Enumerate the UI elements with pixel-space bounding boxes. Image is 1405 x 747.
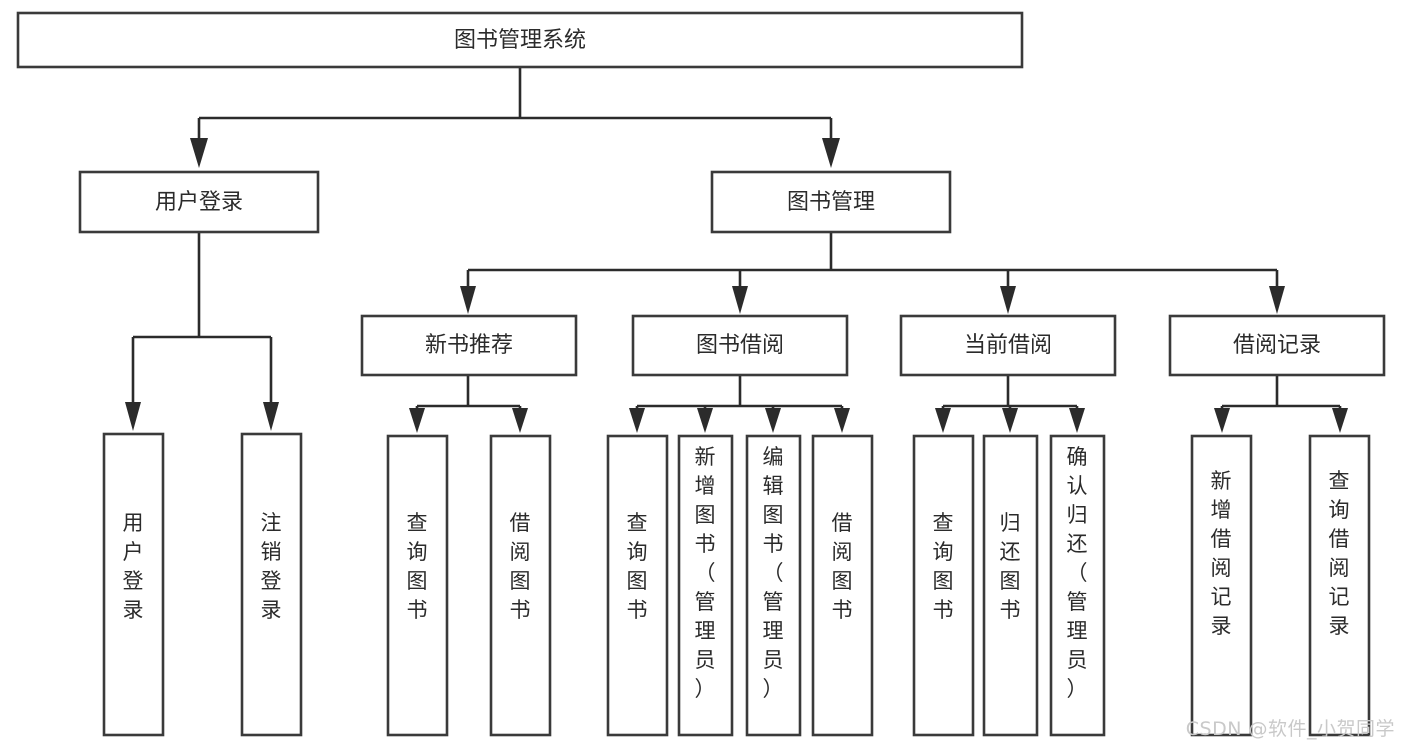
connector-group-book-borrow bbox=[629, 375, 850, 433]
node-current-borrow-label: 当前借阅 bbox=[964, 333, 1052, 358]
node-user-login[interactable]: 用户登录 bbox=[78, 170, 320, 234]
node-book-borrow-label: 图书借阅 bbox=[696, 333, 784, 358]
leaf-borrow-record-2-label: 查询借阅记录 bbox=[1329, 469, 1350, 638]
node-root-label: 图书管理系统 bbox=[454, 28, 586, 53]
arrowhead-leaf-b1 bbox=[629, 408, 645, 433]
leaf-borrow-record-1-label: 新增借阅记录 bbox=[1211, 469, 1232, 638]
leaf-user-login-1[interactable]: 用户登录 bbox=[102, 432, 165, 737]
node-user-login-label: 用户登录 bbox=[155, 190, 243, 215]
leaf-book-borrow-2-box[interactable] bbox=[677, 434, 734, 737]
node-book-borrow[interactable]: 图书借阅 bbox=[631, 314, 849, 377]
leaf-user-login-2[interactable]: 注销登录 bbox=[240, 432, 303, 737]
leaf-borrow-record-2[interactable]: 查询借阅记录 bbox=[1308, 434, 1371, 737]
leaf-book-borrow-2[interactable]: 新增图书（管理员） bbox=[677, 434, 734, 737]
arrowhead-leaf-n2 bbox=[512, 408, 528, 433]
arrowhead-new-book bbox=[460, 286, 476, 314]
leaf-new-book-1-label: 查询图书 bbox=[407, 511, 428, 622]
leaf-current-borrow-3-box[interactable] bbox=[1049, 434, 1106, 737]
node-new-book-recommend-box[interactable] bbox=[360, 314, 578, 377]
leaf-new-book-2[interactable]: 借阅图书 bbox=[489, 434, 552, 737]
leaf-book-borrow-4-label: 借阅图书 bbox=[832, 511, 853, 622]
arrowhead-leaf-u2 bbox=[263, 402, 279, 431]
leaf-new-book-1-box[interactable] bbox=[386, 434, 449, 737]
arrowhead-leaf-r2 bbox=[1332, 408, 1348, 433]
node-borrow-record-box[interactable] bbox=[1168, 314, 1386, 377]
leaf-book-borrow-1-box[interactable] bbox=[606, 434, 669, 737]
leaf-current-borrow-1-box[interactable] bbox=[912, 434, 975, 737]
leaf-book-borrow-2-label: 新增图书（管理员） bbox=[695, 445, 716, 701]
connector-group-book-manage bbox=[460, 232, 1285, 314]
connector-group-root bbox=[190, 67, 840, 168]
leaf-current-borrow-2-label: 归还图书 bbox=[1000, 511, 1021, 622]
leaf-user-login-1-box[interactable] bbox=[102, 432, 165, 737]
leaf-book-borrow-1-label: 查询图书 bbox=[627, 511, 648, 622]
node-user-login-box[interactable] bbox=[78, 170, 320, 234]
connector-group-new-book bbox=[409, 375, 528, 433]
arrowhead-book-manage bbox=[822, 138, 840, 168]
node-root-system[interactable]: 图书管理系统 bbox=[16, 11, 1024, 69]
arrowhead-leaf-n1 bbox=[409, 408, 425, 433]
node-new-book-recommend[interactable]: 新书推荐 bbox=[360, 314, 578, 377]
node-root-box[interactable] bbox=[16, 11, 1024, 69]
arrowhead-leaf-c3 bbox=[1069, 408, 1085, 433]
node-book-manage-label: 图书管理 bbox=[787, 190, 875, 215]
leaf-user-login-2-box[interactable] bbox=[240, 432, 303, 737]
node-borrow-record[interactable]: 借阅记录 bbox=[1168, 314, 1386, 377]
connector-group-current-borrow bbox=[935, 375, 1085, 433]
leaf-current-borrow-3-label: 确认归还（管理员） bbox=[1067, 445, 1088, 701]
leaf-user-login-2-label: 注销登录 bbox=[261, 511, 282, 622]
arrowhead-leaf-b2 bbox=[697, 408, 713, 433]
node-book-manage-box[interactable] bbox=[710, 170, 952, 234]
leaf-borrow-record-1-box[interactable] bbox=[1190, 434, 1253, 737]
leaf-user-login-1-label: 用户登录 bbox=[123, 511, 144, 622]
leaf-borrow-record-2-box[interactable] bbox=[1308, 434, 1371, 737]
leaf-new-book-2-box[interactable] bbox=[489, 434, 552, 737]
arrowhead-leaf-b3 bbox=[765, 408, 781, 433]
arrowhead-leaf-c1 bbox=[935, 408, 951, 433]
leaf-book-borrow-3[interactable]: 编辑图书（管理员） bbox=[745, 434, 802, 737]
leaf-book-borrow-4-box[interactable] bbox=[811, 434, 874, 737]
leaf-book-borrow-1[interactable]: 查询图书 bbox=[606, 434, 669, 737]
arrowhead-leaf-c2 bbox=[1002, 408, 1018, 433]
node-book-manage[interactable]: 图书管理 bbox=[710, 170, 952, 234]
node-current-borrow[interactable]: 当前借阅 bbox=[899, 314, 1117, 377]
arrowhead-borrow-record bbox=[1269, 286, 1285, 314]
arrowhead-book-borrow bbox=[732, 286, 748, 314]
arrowhead-leaf-u1 bbox=[125, 402, 141, 431]
arrowhead-user-login bbox=[190, 138, 208, 168]
leaf-current-borrow-1[interactable]: 查询图书 bbox=[912, 434, 975, 737]
leaf-book-borrow-4[interactable]: 借阅图书 bbox=[811, 434, 874, 737]
leaf-book-borrow-3-label: 编辑图书（管理员） bbox=[763, 445, 784, 701]
connector-group-borrow-record bbox=[1214, 375, 1348, 433]
node-current-borrow-box[interactable] bbox=[899, 314, 1117, 377]
leaf-current-borrow-2-box[interactable] bbox=[982, 434, 1039, 737]
node-borrow-record-label: 借阅记录 bbox=[1233, 333, 1321, 358]
arrowhead-leaf-r1 bbox=[1214, 408, 1230, 433]
leaf-new-book-1[interactable]: 查询图书 bbox=[386, 434, 449, 737]
leaf-current-borrow-3[interactable]: 确认归还（管理员） bbox=[1049, 434, 1106, 737]
connector-group-user-login bbox=[125, 232, 279, 431]
leaf-current-borrow-2[interactable]: 归还图书 bbox=[982, 434, 1039, 737]
leaf-current-borrow-1-label: 查询图书 bbox=[933, 511, 954, 622]
leaf-borrow-record-1[interactable]: 新增借阅记录 bbox=[1190, 434, 1253, 737]
arrowhead-current-borrow bbox=[1000, 286, 1016, 314]
node-new-book-recommend-label: 新书推荐 bbox=[425, 333, 513, 358]
node-book-borrow-box[interactable] bbox=[631, 314, 849, 377]
leaf-book-borrow-3-box[interactable] bbox=[745, 434, 802, 737]
arrowhead-leaf-b4 bbox=[834, 408, 850, 433]
leaf-new-book-2-label: 借阅图书 bbox=[510, 511, 531, 622]
